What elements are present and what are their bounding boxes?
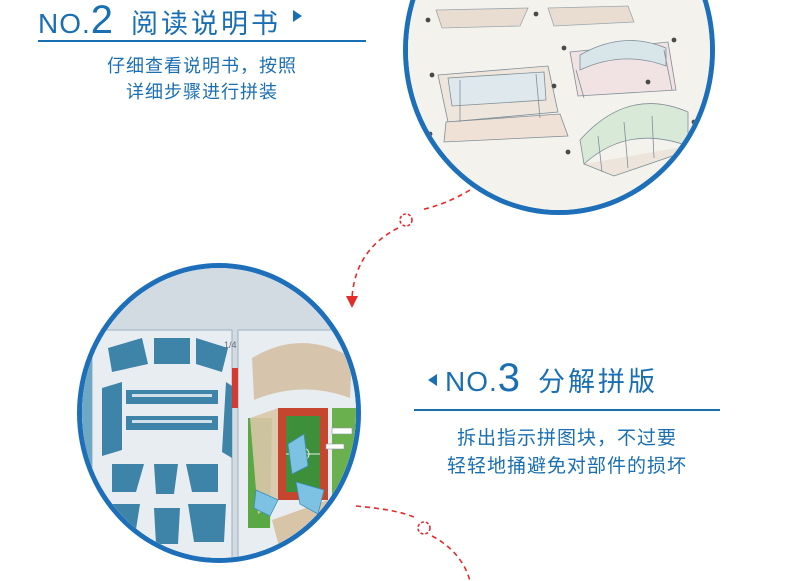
step3-title: NO. 3 分解拼版 [428,358,658,402]
page-label: 1/4 [224,340,237,350]
arrow-right-icon [293,10,303,22]
step2-title: NO. 2 阅读说明书 [38,0,303,40]
step2-number: 2 [90,0,114,42]
step3-description: 拆出指示拼图块，不过要 轻轻地捅避免对部件的损坏 [414,424,720,480]
step2-underline [38,40,366,42]
step3-number: 3 [497,356,521,400]
arrow-left-icon [428,374,437,386]
puzzle-board-photo: 1/4 [77,263,361,563]
step2-label: 阅读说明书 [131,9,282,40]
puzzle-board-illustration: 1/4 [82,268,356,558]
step3-description-line: 轻轻地捅避免对部件的损坏 [446,455,687,477]
step2-description-line: 仔细查看说明书，按照 [107,56,297,77]
step3-description-line: 拆出指示拼图块，不过要 [456,427,677,449]
arrow-down-icon [346,296,358,308]
step2-description: 仔细查看说明书，按照 详细步骤进行拼装 [38,54,366,106]
step3-label: 分解拼版 [538,367,659,398]
step3-underline [414,409,720,411]
step2-prefix: NO. [38,8,91,39]
step2-description-line: 详细步骤进行拼装 [126,82,278,103]
step3-prefix: NO. [445,366,498,397]
